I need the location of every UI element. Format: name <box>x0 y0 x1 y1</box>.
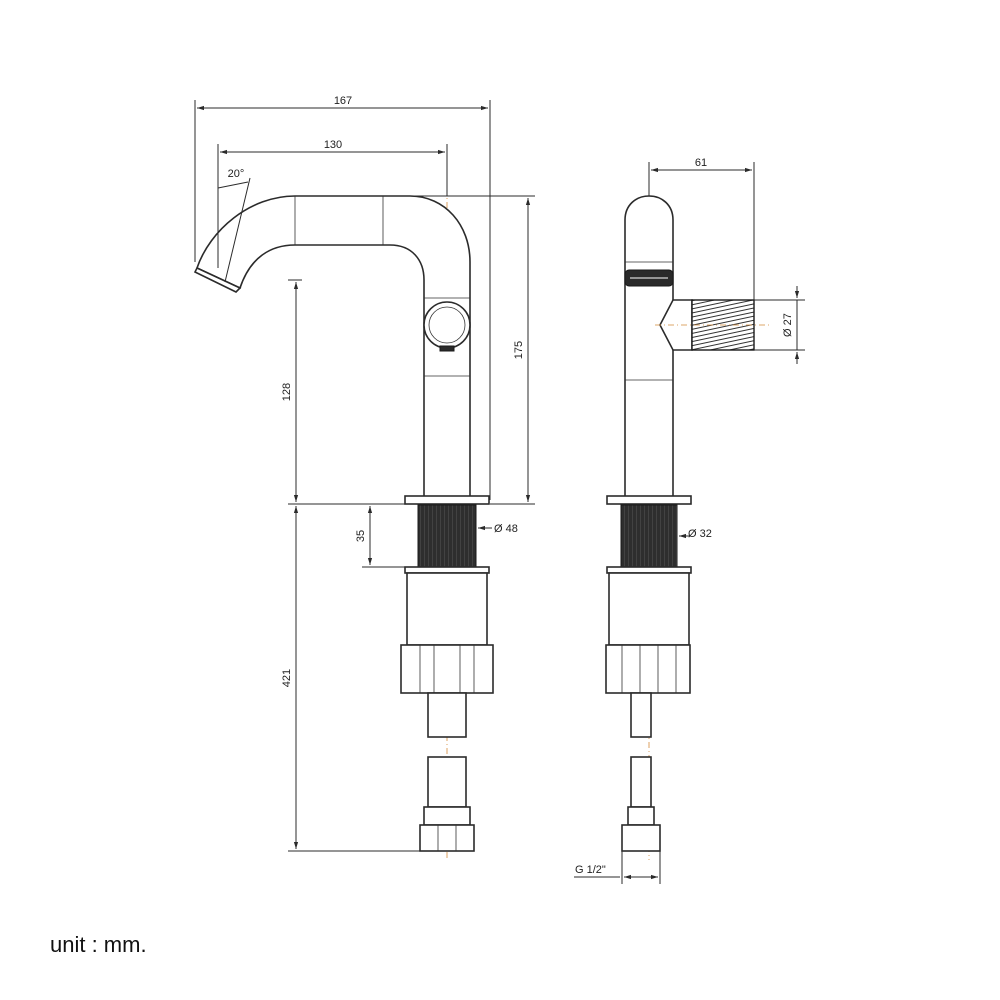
dim-spout-angle: 20° <box>228 168 245 180</box>
side-hose-lower <box>630 756 652 808</box>
castellated-nut <box>400 644 494 694</box>
side-threaded-shank <box>620 504 678 568</box>
unit-label: unit : mm. <box>50 932 147 957</box>
handle-stem <box>439 345 455 352</box>
side-base-flange <box>606 495 692 505</box>
front-view: 167 130 20° 175 128 35 421 Ø 48 <box>193 95 535 860</box>
dim-shank-length: 421 <box>281 669 293 687</box>
hose-crimp <box>423 806 471 826</box>
spout-body <box>196 195 471 499</box>
side-lock-ring <box>606 566 692 574</box>
dim-spout-height: 175 <box>513 341 525 359</box>
hose-nut <box>419 824 475 852</box>
dim-base-diameter: Ø 48 <box>494 523 518 535</box>
dim-connection-thread: G 1/2" <box>575 864 606 876</box>
dim-handle-offset: 61 <box>695 157 707 169</box>
side-hose-crimp <box>627 806 655 826</box>
fixing-nut <box>406 572 488 646</box>
dim-outlet-height: 128 <box>281 383 293 401</box>
angle-arc-line <box>217 181 249 189</box>
handle-neck <box>659 299 693 351</box>
lock-ring <box>404 566 490 574</box>
threaded-shank <box>417 504 477 568</box>
dim-spout-reach: 130 <box>324 139 342 151</box>
dim-overall-reach: 167 <box>334 95 352 107</box>
base-flange <box>404 495 490 505</box>
side-hose-upper <box>630 692 652 738</box>
side-hose-nut <box>621 824 661 852</box>
dim-mount-height: 35 <box>355 530 367 542</box>
dim-shank-diameter: Ø 32 <box>688 528 712 540</box>
side-view: 61 Ø 27 Ø 32 G 1/2" <box>574 157 805 884</box>
hose-upper <box>427 692 467 738</box>
side-fixing-nut <box>608 572 690 646</box>
dim-handle-diameter: Ø 27 <box>782 313 794 337</box>
handle-knob-inner <box>428 306 466 344</box>
side-castellated-nut <box>605 644 691 694</box>
angle-leg <box>224 177 251 283</box>
hose-lower <box>427 756 467 808</box>
handle-knob <box>423 301 471 349</box>
side-body <box>624 195 674 499</box>
